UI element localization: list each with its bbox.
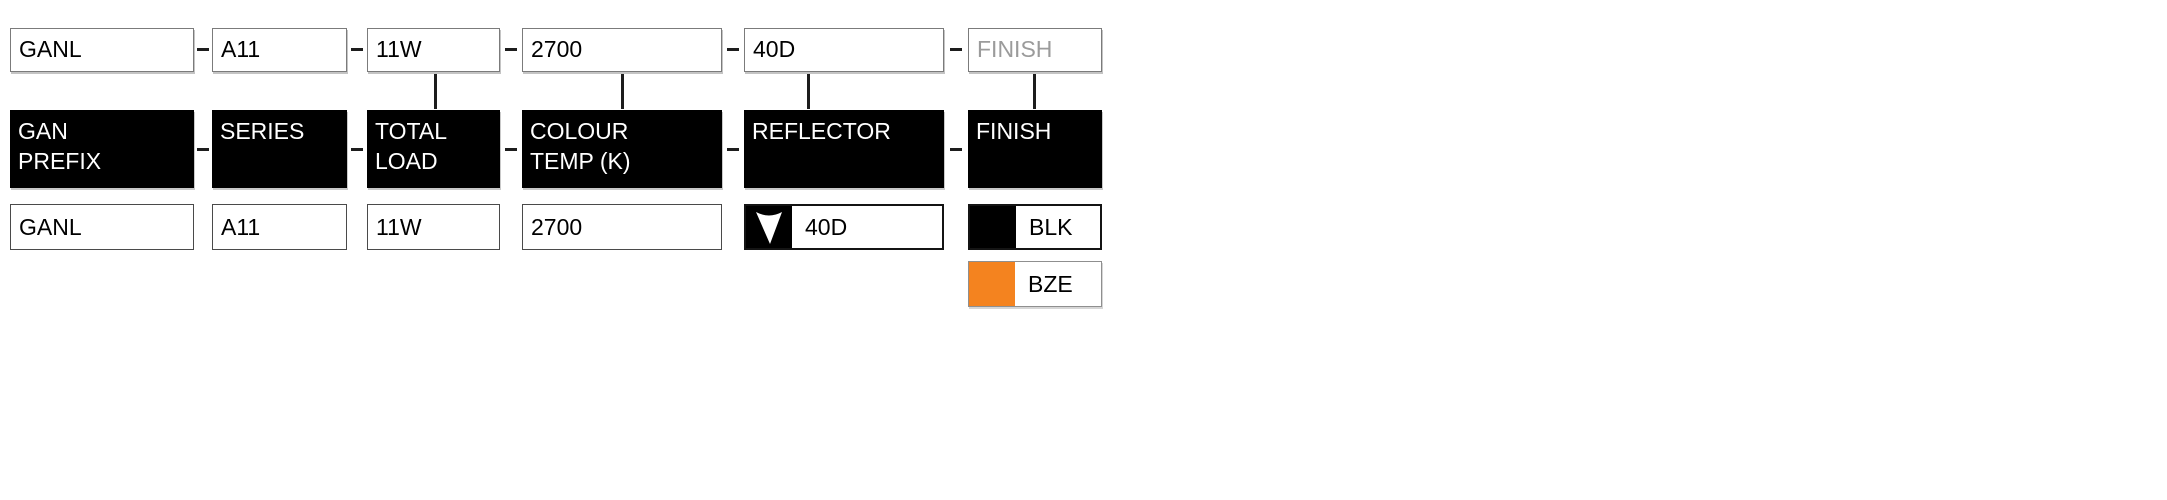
dash-connector bbox=[197, 148, 209, 151]
code-value-colour-temp: 2700 bbox=[531, 36, 583, 62]
option-series-a11[interactable]: A11 bbox=[212, 204, 347, 250]
option-label: 11W bbox=[376, 213, 422, 240]
dash-connector bbox=[197, 48, 209, 51]
option-label: BZE bbox=[1028, 270, 1073, 297]
header-colour-temp: COLOUR TEMP (K) bbox=[522, 110, 722, 188]
dash-connector bbox=[351, 148, 363, 151]
option-reflector-40d[interactable]: 40D bbox=[744, 204, 944, 250]
option-label: BLK bbox=[1029, 213, 1073, 240]
code-value-series: A11 bbox=[221, 36, 261, 62]
header-gan-prefix: GAN PREFIX bbox=[10, 110, 194, 188]
beam-angle-icon bbox=[746, 206, 792, 248]
option-gan-prefix-ganl[interactable]: GANL bbox=[10, 204, 194, 250]
option-label: 40D bbox=[805, 213, 848, 240]
vertical-connector bbox=[434, 74, 437, 109]
option-colour-temp-2700[interactable]: 2700 bbox=[522, 204, 722, 250]
option-label: A11 bbox=[221, 213, 261, 240]
code-field-gan-prefix[interactable]: GANL bbox=[10, 28, 194, 72]
vertical-connector bbox=[1033, 74, 1036, 109]
code-value-gan-prefix: GANL bbox=[19, 36, 82, 62]
dash-connector bbox=[351, 48, 363, 51]
option-finish-bze[interactable]: BZE bbox=[968, 261, 1102, 307]
option-label: GANL bbox=[19, 213, 82, 240]
option-finish-blk[interactable]: BLK bbox=[968, 204, 1102, 250]
code-field-finish[interactable]: FINISH bbox=[968, 28, 1102, 72]
dash-connector bbox=[950, 48, 962, 51]
dash-connector bbox=[505, 48, 517, 51]
vertical-connector bbox=[621, 74, 624, 109]
black-finish-swatch bbox=[970, 206, 1016, 248]
code-placeholder-finish: FINISH bbox=[977, 36, 1053, 62]
option-label: 2700 bbox=[531, 213, 583, 240]
code-value-total-load: 11W bbox=[376, 36, 422, 62]
code-field-series[interactable]: A11 bbox=[212, 28, 347, 72]
header-reflector: REFLECTOR bbox=[744, 110, 944, 188]
code-value-reflector: 40D bbox=[753, 36, 796, 62]
vertical-connector bbox=[807, 74, 810, 109]
header-finish: FINISH bbox=[968, 110, 1102, 188]
bronze-finish-swatch bbox=[969, 262, 1015, 306]
code-field-reflector[interactable]: 40D bbox=[744, 28, 944, 72]
header-total-load: TOTAL LOAD bbox=[367, 110, 500, 188]
dash-connector bbox=[727, 148, 739, 151]
dash-connector bbox=[505, 148, 517, 151]
code-field-total-load[interactable]: 11W bbox=[367, 28, 500, 72]
dash-connector bbox=[727, 48, 739, 51]
option-total-load-11w[interactable]: 11W bbox=[367, 204, 500, 250]
code-field-colour-temp[interactable]: 2700 bbox=[522, 28, 722, 72]
dash-connector bbox=[950, 148, 962, 151]
header-series: SERIES bbox=[212, 110, 347, 188]
